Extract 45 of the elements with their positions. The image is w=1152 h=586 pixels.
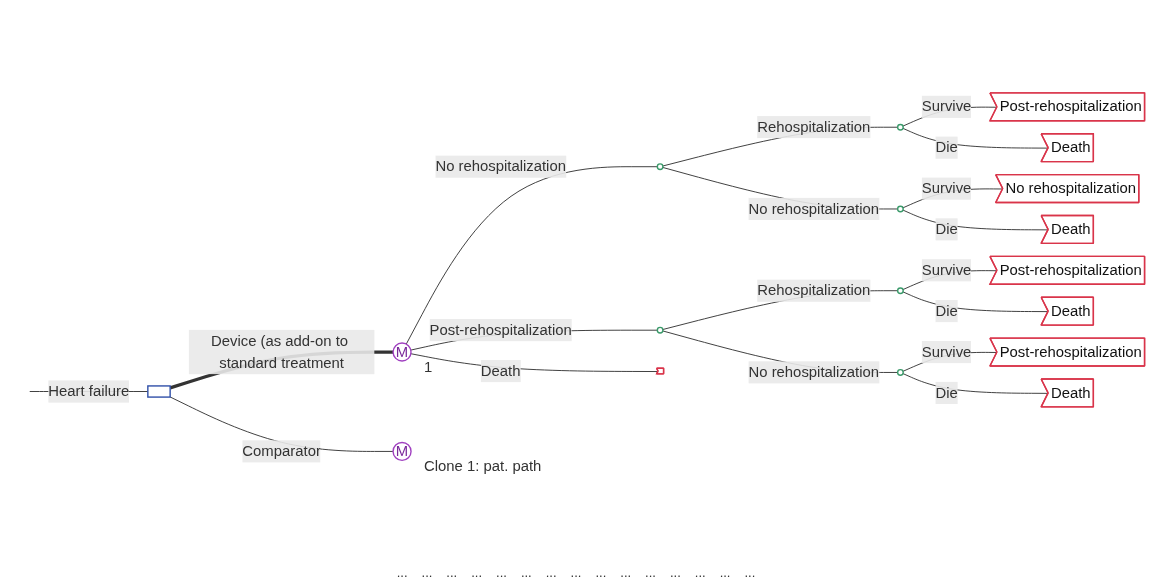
note-text: ... xyxy=(595,565,607,580)
node-label: Clone 1: pat. path xyxy=(424,457,542,474)
note-text: ... xyxy=(396,565,408,580)
note-text: ... xyxy=(421,565,433,580)
node-circle xyxy=(896,287,904,295)
edge-label: No rehospitalization xyxy=(748,200,880,217)
note-text: ... xyxy=(446,565,458,580)
edge-label: No rehospitalization xyxy=(748,364,880,380)
node-circle: M xyxy=(392,441,412,462)
edge-label: Die xyxy=(935,139,958,156)
edge-label: Comparator xyxy=(242,443,321,459)
note-text: ... xyxy=(545,565,557,580)
note-text: ... xyxy=(570,565,582,580)
edge-label: Die xyxy=(935,384,958,401)
edge-label: Die xyxy=(935,221,958,237)
edge-label: Survive xyxy=(921,98,972,115)
edge-label: Heart failure xyxy=(48,383,130,399)
edge-label: Device (as add-on to standard treatment xyxy=(210,332,349,371)
node-circle: M xyxy=(392,342,412,362)
edge-label: Post-rehospitalization xyxy=(429,321,572,338)
edge-label: Survive xyxy=(921,343,972,360)
node-circle xyxy=(896,123,904,131)
note-text: ... xyxy=(520,565,532,580)
node-circle xyxy=(656,326,664,334)
node-circle xyxy=(896,369,904,376)
note-text: ... xyxy=(496,565,507,580)
edge-label: Survive xyxy=(921,180,972,196)
node-box xyxy=(147,385,171,398)
note-text: ... xyxy=(744,565,756,580)
note-text: ... xyxy=(669,565,681,580)
note-text: ... xyxy=(645,565,656,580)
note-text: ... xyxy=(471,565,483,580)
note-text: ... xyxy=(719,565,731,580)
edge-label: Rehospitalization xyxy=(757,118,871,135)
edge-label: Die xyxy=(935,302,958,319)
edge-label: Rehospitalization xyxy=(757,282,871,299)
node-circle xyxy=(896,205,904,213)
note-text: ... xyxy=(620,565,632,580)
connector xyxy=(405,166,658,345)
note-text: ... xyxy=(694,565,706,580)
edge-label: Death xyxy=(480,362,521,379)
node-circle xyxy=(656,163,664,171)
edge-label: No rehospitalization xyxy=(435,158,566,175)
edge-label: Survive xyxy=(921,261,972,278)
node-label: 1 xyxy=(424,358,433,375)
